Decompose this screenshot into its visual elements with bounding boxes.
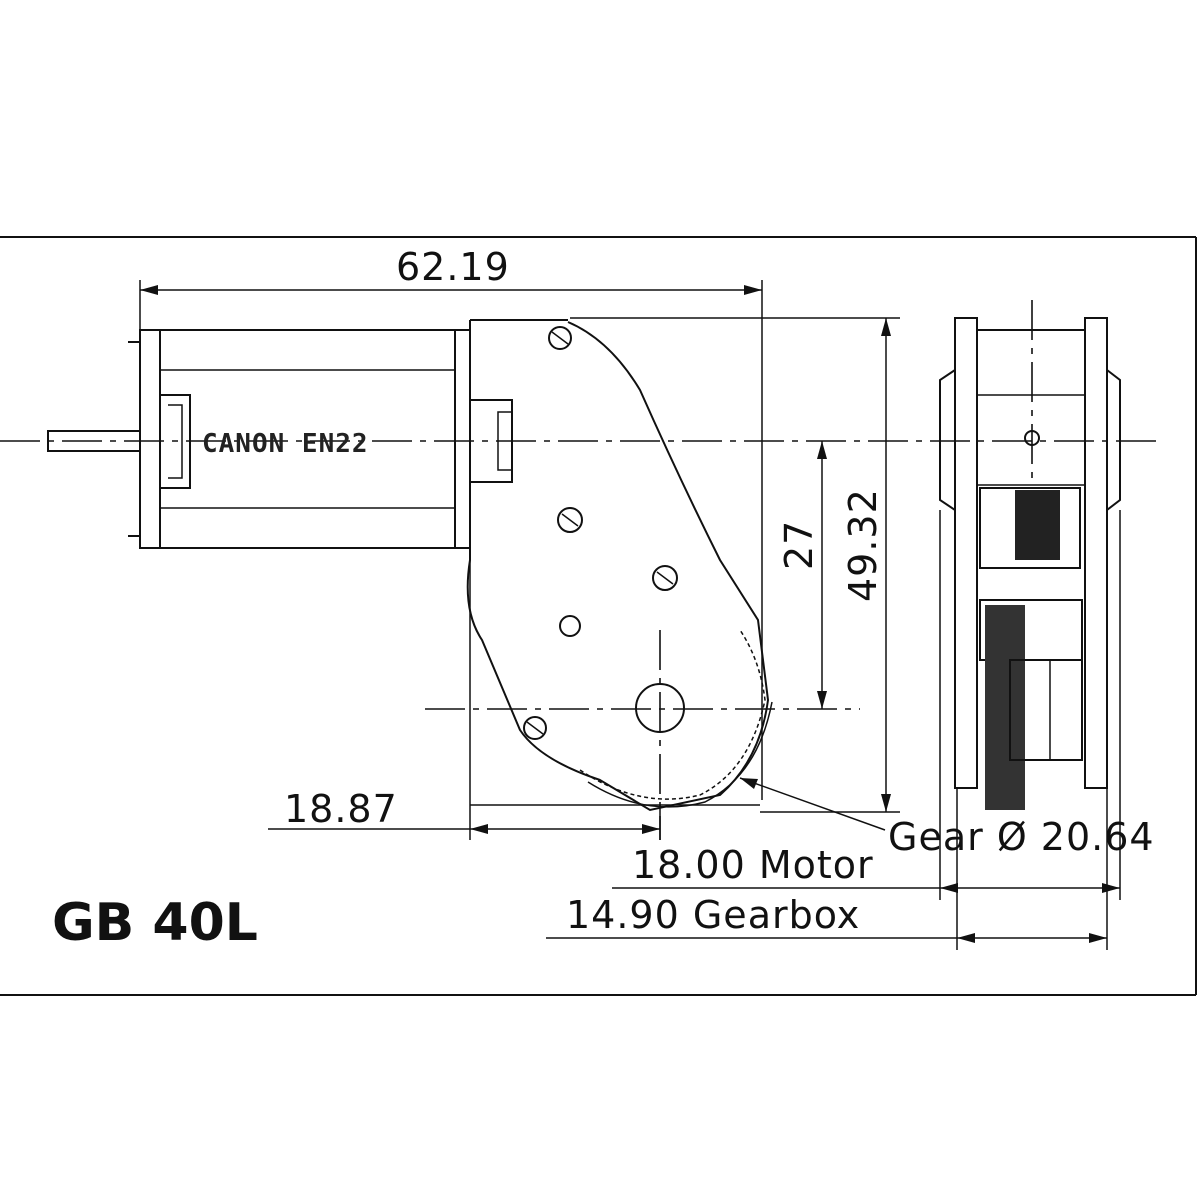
- dimension-height-label: 49.32: [841, 488, 885, 602]
- dimension-center-distance-label: 27: [777, 520, 821, 570]
- dimension-output-offset-label: 18.87: [284, 787, 398, 831]
- gear-leader: [739, 777, 886, 831]
- dimension-center-distance: [817, 441, 827, 709]
- model-name: GB 40L: [52, 893, 258, 953]
- gear-diameter-label: Gear Ø 20.64: [888, 815, 1155, 859]
- end-view: [939, 317, 1121, 810]
- output-shaft: [635, 683, 685, 733]
- drawing-frame: [0, 236, 1197, 996]
- dimension-overall-length-label: 62.19: [396, 245, 510, 289]
- gearbox-screws: [523, 326, 678, 740]
- gearbox-housing: [466, 319, 770, 812]
- dimension-overall-length: [139, 280, 763, 800]
- motor-brand-label: CANON EN22: [202, 429, 369, 459]
- dimension-motor-width-label: 18.00 Motor: [632, 843, 874, 887]
- output-gear-teeth: [579, 629, 773, 808]
- dimension-gearbox-width: [546, 788, 1108, 950]
- dimension-motor-width: [612, 510, 1121, 900]
- dimension-gearbox-width-label: 14.90 Gearbox: [566, 893, 860, 937]
- dimension-output-offset: [268, 805, 661, 840]
- dimension-height: [570, 317, 900, 813]
